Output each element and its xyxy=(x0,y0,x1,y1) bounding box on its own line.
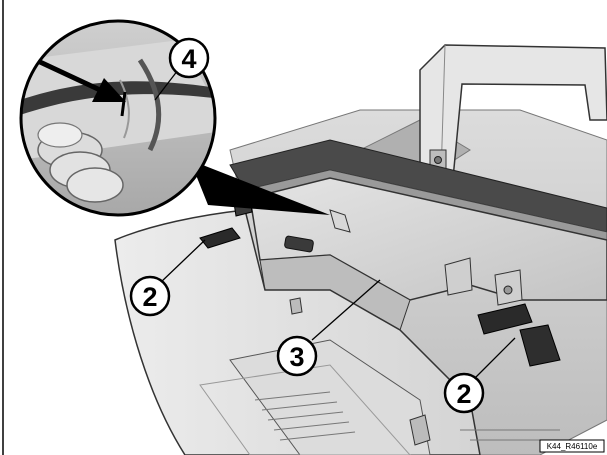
callout-label: 2 xyxy=(456,379,471,409)
callout-circle xyxy=(129,275,171,317)
leader-lines xyxy=(154,69,516,379)
callout-2-right: 2 xyxy=(443,372,485,414)
callout-4: 4 xyxy=(168,37,210,79)
reference-code: K44_R46110e xyxy=(539,439,605,453)
callout-label: 2 xyxy=(142,282,157,312)
pointer-arrow xyxy=(38,59,127,117)
callout-circle xyxy=(443,372,485,414)
callout-circle xyxy=(168,37,210,79)
magnifier-cone xyxy=(190,160,330,215)
callout-label: 4 xyxy=(181,44,196,74)
reference-code-label: K44_R46110e xyxy=(547,442,598,451)
reference-code-box xyxy=(539,439,605,453)
callout-2-left: 2 xyxy=(129,275,171,317)
callout-circle xyxy=(276,335,318,377)
callout-label: 3 xyxy=(289,342,304,372)
callout-3: 3 xyxy=(276,335,318,377)
right-clip xyxy=(477,303,561,367)
front-cover xyxy=(114,209,481,455)
